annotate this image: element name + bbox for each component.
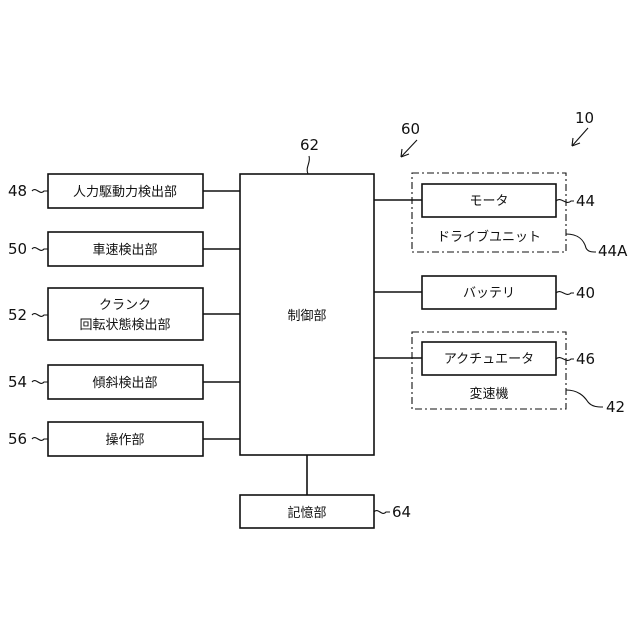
storage-unit-label: 記憶部: [287, 505, 326, 521]
human-force-detector-label: 人力駆動力検出部: [73, 185, 177, 200]
ref-actuator-leader: [556, 358, 574, 361]
vehicle-speed-detector-label: 車速検出部: [92, 243, 157, 258]
actuator-label: アクチュエータ: [444, 352, 534, 367]
battery-label: バッテリ: [463, 286, 515, 301]
ref-drive-unit-leader: [566, 234, 596, 252]
ref-drive-unit-label: 44A: [598, 242, 628, 260]
ref-operation-label: 56: [8, 430, 27, 448]
ref-human-force-label: 48: [8, 182, 27, 200]
ref-system-label: 10: [575, 109, 594, 127]
drive-unit-label: ドライブユニット: [437, 229, 541, 245]
ref-tilt-label: 54: [8, 373, 27, 391]
transmission-label: 変速機: [469, 386, 508, 402]
motor-label: モータ: [469, 194, 508, 209]
crank-state-detector-label-line1: クランク: [99, 298, 151, 313]
ref-control-label: 62: [300, 136, 319, 154]
ref-tilt-leader: [32, 381, 48, 384]
ref-transmission-leader: [566, 390, 603, 407]
ref-crank-label: 52: [8, 306, 27, 324]
ref-vehicle-speed-leader: [32, 248, 48, 251]
ref-crank-leader: [32, 314, 48, 317]
operation-unit-label: 操作部: [105, 432, 144, 448]
control-unit-label: 制御部: [287, 309, 326, 324]
ref-vehicle-speed-label: 50: [8, 240, 27, 258]
ref-human-force-leader: [32, 190, 48, 193]
crank-state-detector-label-line2: 回転状態検出部: [79, 317, 170, 333]
ref-battery-leader: [556, 292, 574, 295]
ref-battery-label: 40: [576, 284, 595, 302]
tilt-detector-label: 傾斜検出部: [92, 376, 157, 391]
ref-motor-leader: [556, 200, 574, 203]
ref-storage-label: 64: [392, 503, 411, 521]
ref-actuator-label: 46: [576, 350, 595, 368]
ref-drive-system-label: 60: [401, 120, 420, 138]
ref-operation-leader: [32, 438, 48, 441]
ref-motor-label: 44: [576, 192, 595, 210]
ref-storage-leader: [374, 511, 390, 514]
ref-transmission-label: 42: [606, 398, 625, 416]
ref-control-leader: [307, 156, 309, 174]
